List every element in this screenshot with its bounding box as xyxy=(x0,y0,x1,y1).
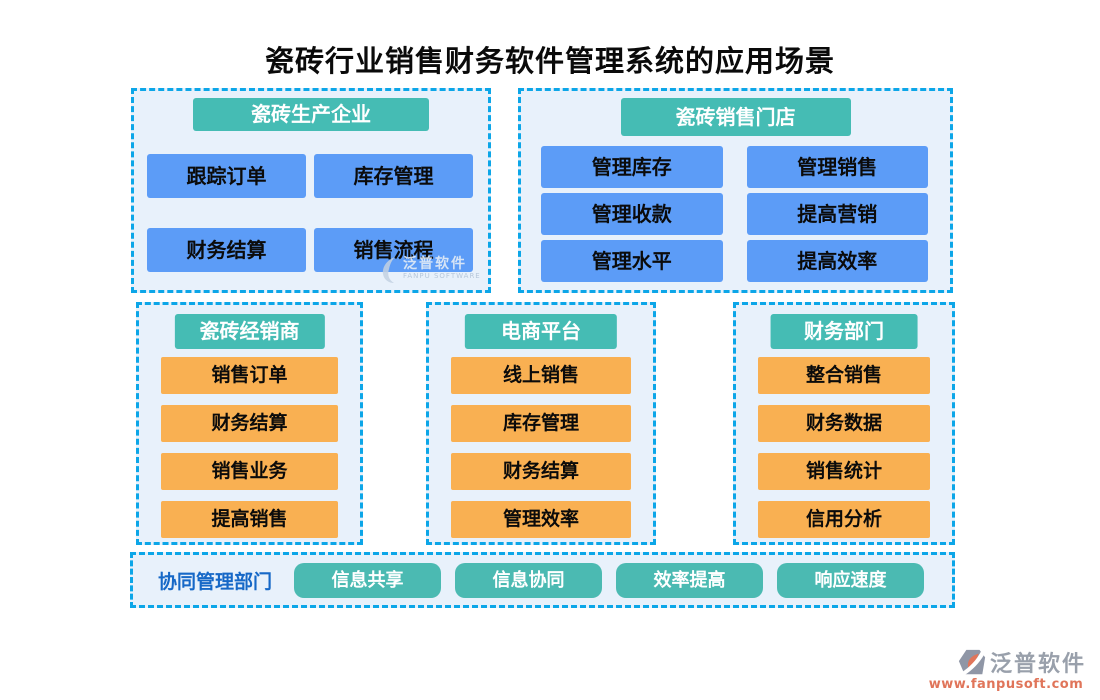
node-sales-statistics: 销售统计 xyxy=(757,453,931,490)
panel-tile-dealer: 瓷砖经销商 销售订单 财务结算 销售业务 提高销售 xyxy=(136,302,363,545)
node-sales-business: 销售业务 xyxy=(161,453,338,490)
node-integrate-sales: 整合销售 xyxy=(757,357,931,394)
fanpu-logo-website: www.fanpusoft.com xyxy=(928,677,1084,692)
node-financial-settlement: 财务结算 xyxy=(147,228,306,272)
panel-collaborative-management: 协同管理部门 信息共享 信息协同 效率提高 响应速度 xyxy=(130,552,955,608)
node-management-level: 管理水平 xyxy=(541,240,723,282)
node-sales-process: 销售流程 xyxy=(314,228,473,272)
tile-producer-nodes: 跟踪订单 库存管理 财务结算 销售流程 xyxy=(147,154,473,272)
ecommerce-platform-nodes: 线上销售 库存管理 财务结算 管理效率 xyxy=(451,357,631,538)
tile-dealer-nodes: 销售订单 财务结算 销售业务 提高销售 xyxy=(161,357,338,538)
panel-tile-producer-header: 瓷砖生产企业 xyxy=(193,98,429,131)
node-inventory-management-ecom: 库存管理 xyxy=(451,405,631,442)
node-response-speed: 响应速度 xyxy=(777,562,925,598)
node-manage-inventory: 管理库存 xyxy=(541,146,723,188)
watermark-subtitle: FANPU SOFTWARE xyxy=(403,272,481,280)
tile-sales-store-nodes: 管理库存 管理销售 管理收款 提高营销 管理水平 提高效率 xyxy=(541,146,928,282)
node-info-sharing: 信息共享 xyxy=(294,562,442,598)
node-improve-marketing: 提高营销 xyxy=(746,193,928,235)
node-online-sales: 线上销售 xyxy=(451,357,631,394)
node-management-efficiency: 管理效率 xyxy=(451,501,631,538)
node-efficiency-improvement: 效率提高 xyxy=(616,562,764,598)
node-sales-orders: 销售订单 xyxy=(161,357,338,394)
panel-ecommerce-platform: 电商平台 线上销售 库存管理 财务结算 管理效率 xyxy=(426,302,656,545)
finance-department-nodes: 整合销售 财务数据 销售统计 信用分析 xyxy=(757,357,931,538)
collaborative-management-label: 协同管理部门 xyxy=(158,570,273,593)
node-financial-data: 财务数据 xyxy=(757,405,931,442)
node-financial-settlement-dealer: 财务结算 xyxy=(161,405,338,442)
node-credit-analysis: 信用分析 xyxy=(757,501,931,538)
fanpu-logo: 泛普软件 www.fanpusoft.com xyxy=(926,646,1086,692)
node-manage-sales: 管理销售 xyxy=(746,146,928,188)
node-manage-collections: 管理收款 xyxy=(541,193,723,235)
node-improve-efficiency: 提高效率 xyxy=(746,240,928,282)
panel-finance-department: 财务部门 整合销售 财务数据 销售统计 信用分析 xyxy=(733,302,955,545)
panel-tile-sales-store: 瓷砖销售门店 管理库存 管理销售 管理收款 提高营销 管理水平 提高效率 xyxy=(518,88,953,293)
node-increase-sales: 提高销售 xyxy=(161,501,338,538)
node-financial-settlement-ecom: 财务结算 xyxy=(451,453,631,490)
fanpu-logo-name: 泛普软件 xyxy=(989,652,1086,677)
fanpu-logo-icon xyxy=(958,649,986,676)
panel-tile-producer: 瓷砖生产企业 跟踪订单 库存管理 财务结算 销售流程 泛普软件 FANPU SO… xyxy=(131,88,491,293)
node-inventory-management: 库存管理 xyxy=(314,154,473,198)
panel-finance-department-header: 财务部门 xyxy=(770,314,918,349)
panel-tile-dealer-header: 瓷砖经销商 xyxy=(174,314,325,349)
node-info-collaboration: 信息协同 xyxy=(455,562,603,598)
panel-tile-sales-store-header: 瓷砖销售门店 xyxy=(620,98,851,136)
page-title: 瓷砖行业销售财务软件管理系统的应用场景 xyxy=(264,44,835,78)
panel-ecommerce-platform-header: 电商平台 xyxy=(464,314,618,349)
node-track-orders: 跟踪订单 xyxy=(147,154,306,198)
